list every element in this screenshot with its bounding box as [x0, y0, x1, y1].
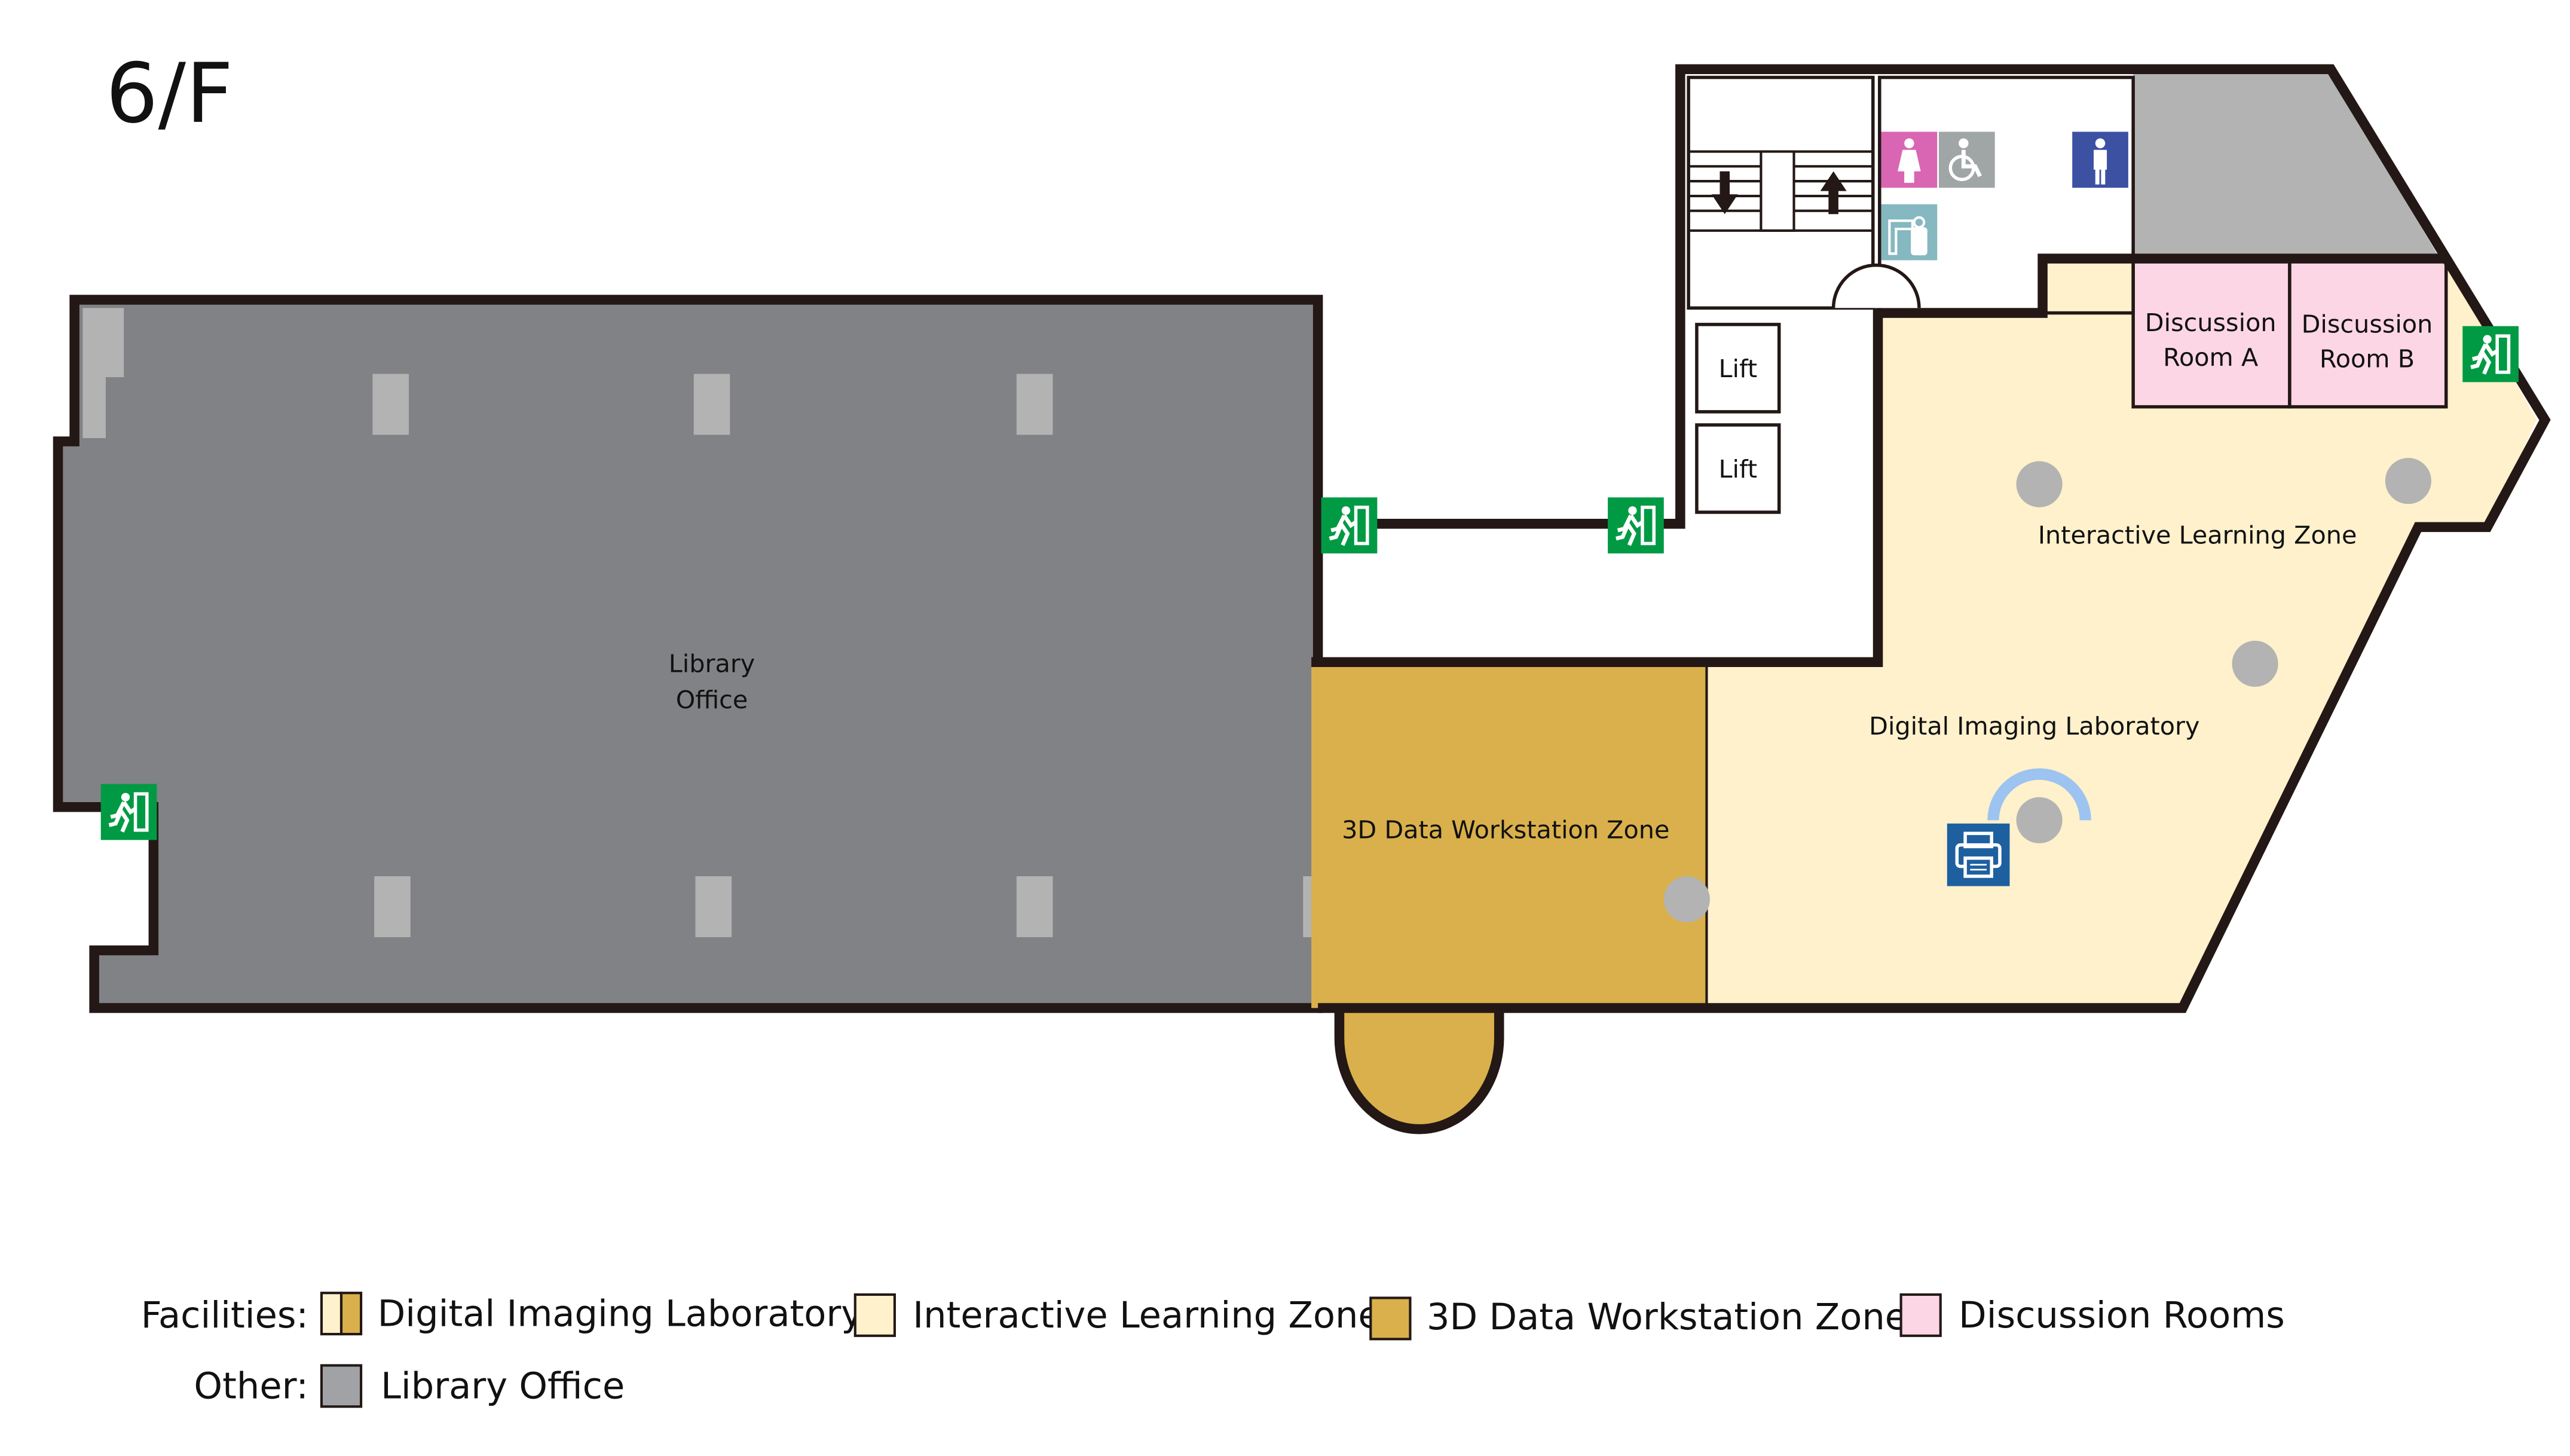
service-area [2133, 74, 2438, 256]
discussion-b-label: Discussion [2302, 310, 2433, 339]
legend-item: Interactive Learning Zone [913, 1295, 1380, 1336]
lift-1-label: Lift [1719, 354, 1758, 383]
legend-item: Library Office [381, 1366, 625, 1408]
stairs-down-icon [1711, 171, 1738, 215]
legend-facilities-label: Facilities: [141, 1295, 308, 1336]
library-office-area [58, 299, 1318, 1008]
workstation-zone-area [1311, 662, 1707, 1008]
pillars [82, 308, 1339, 937]
exit-sign-icon [101, 784, 157, 840]
printer-icon [1947, 823, 2010, 886]
workstation-zone-label: 3D Data Workstation Zone [1342, 816, 1669, 845]
stairs-up-icon [1820, 171, 1847, 215]
exit-sign-icon [1608, 497, 1664, 553]
discussion-b-label: Room B [2320, 345, 2415, 374]
digital-imaging-label: Digital Imaging Laboratory [1869, 712, 2199, 741]
male-toilet-icon [2072, 131, 2128, 188]
accessible-toilet-icon [1938, 131, 1995, 188]
library-office-label: Office [676, 686, 748, 714]
scanner-arc [1987, 768, 2091, 821]
discussion-room-a [2131, 256, 2291, 409]
legend-other-label: Other: [194, 1366, 308, 1408]
interactive-zone-label: Interactive Learning Zone [2038, 521, 2357, 549]
exit-sign-icon [2462, 326, 2519, 383]
baby-care-room-icon [1881, 204, 1938, 261]
discussion-a-label: Discussion [2145, 308, 2277, 337]
exit-sign-icon [1321, 497, 1378, 553]
legend-item: Digital Imaging Laboratory [378, 1293, 863, 1335]
legend-item: Discussion Rooms [1959, 1295, 2285, 1336]
legend: Facilities: Digital Imaging Laboratory I… [141, 1292, 2285, 1408]
columns [1663, 458, 2431, 923]
lift-2 [1695, 423, 1781, 514]
legend-item: 3D Data Workstation Zone [1427, 1296, 1907, 1338]
floor-title: 6/F [106, 46, 233, 142]
stairs [1688, 150, 1873, 232]
interactive-zone-area [1706, 258, 2537, 1008]
lift-1 [1695, 323, 1781, 414]
library-office-label: Library [669, 649, 755, 678]
discussion-a-label: Room A [2163, 343, 2258, 372]
female-toilet-icon [1881, 131, 1938, 188]
lift-2-label: Lift [1719, 455, 1758, 484]
